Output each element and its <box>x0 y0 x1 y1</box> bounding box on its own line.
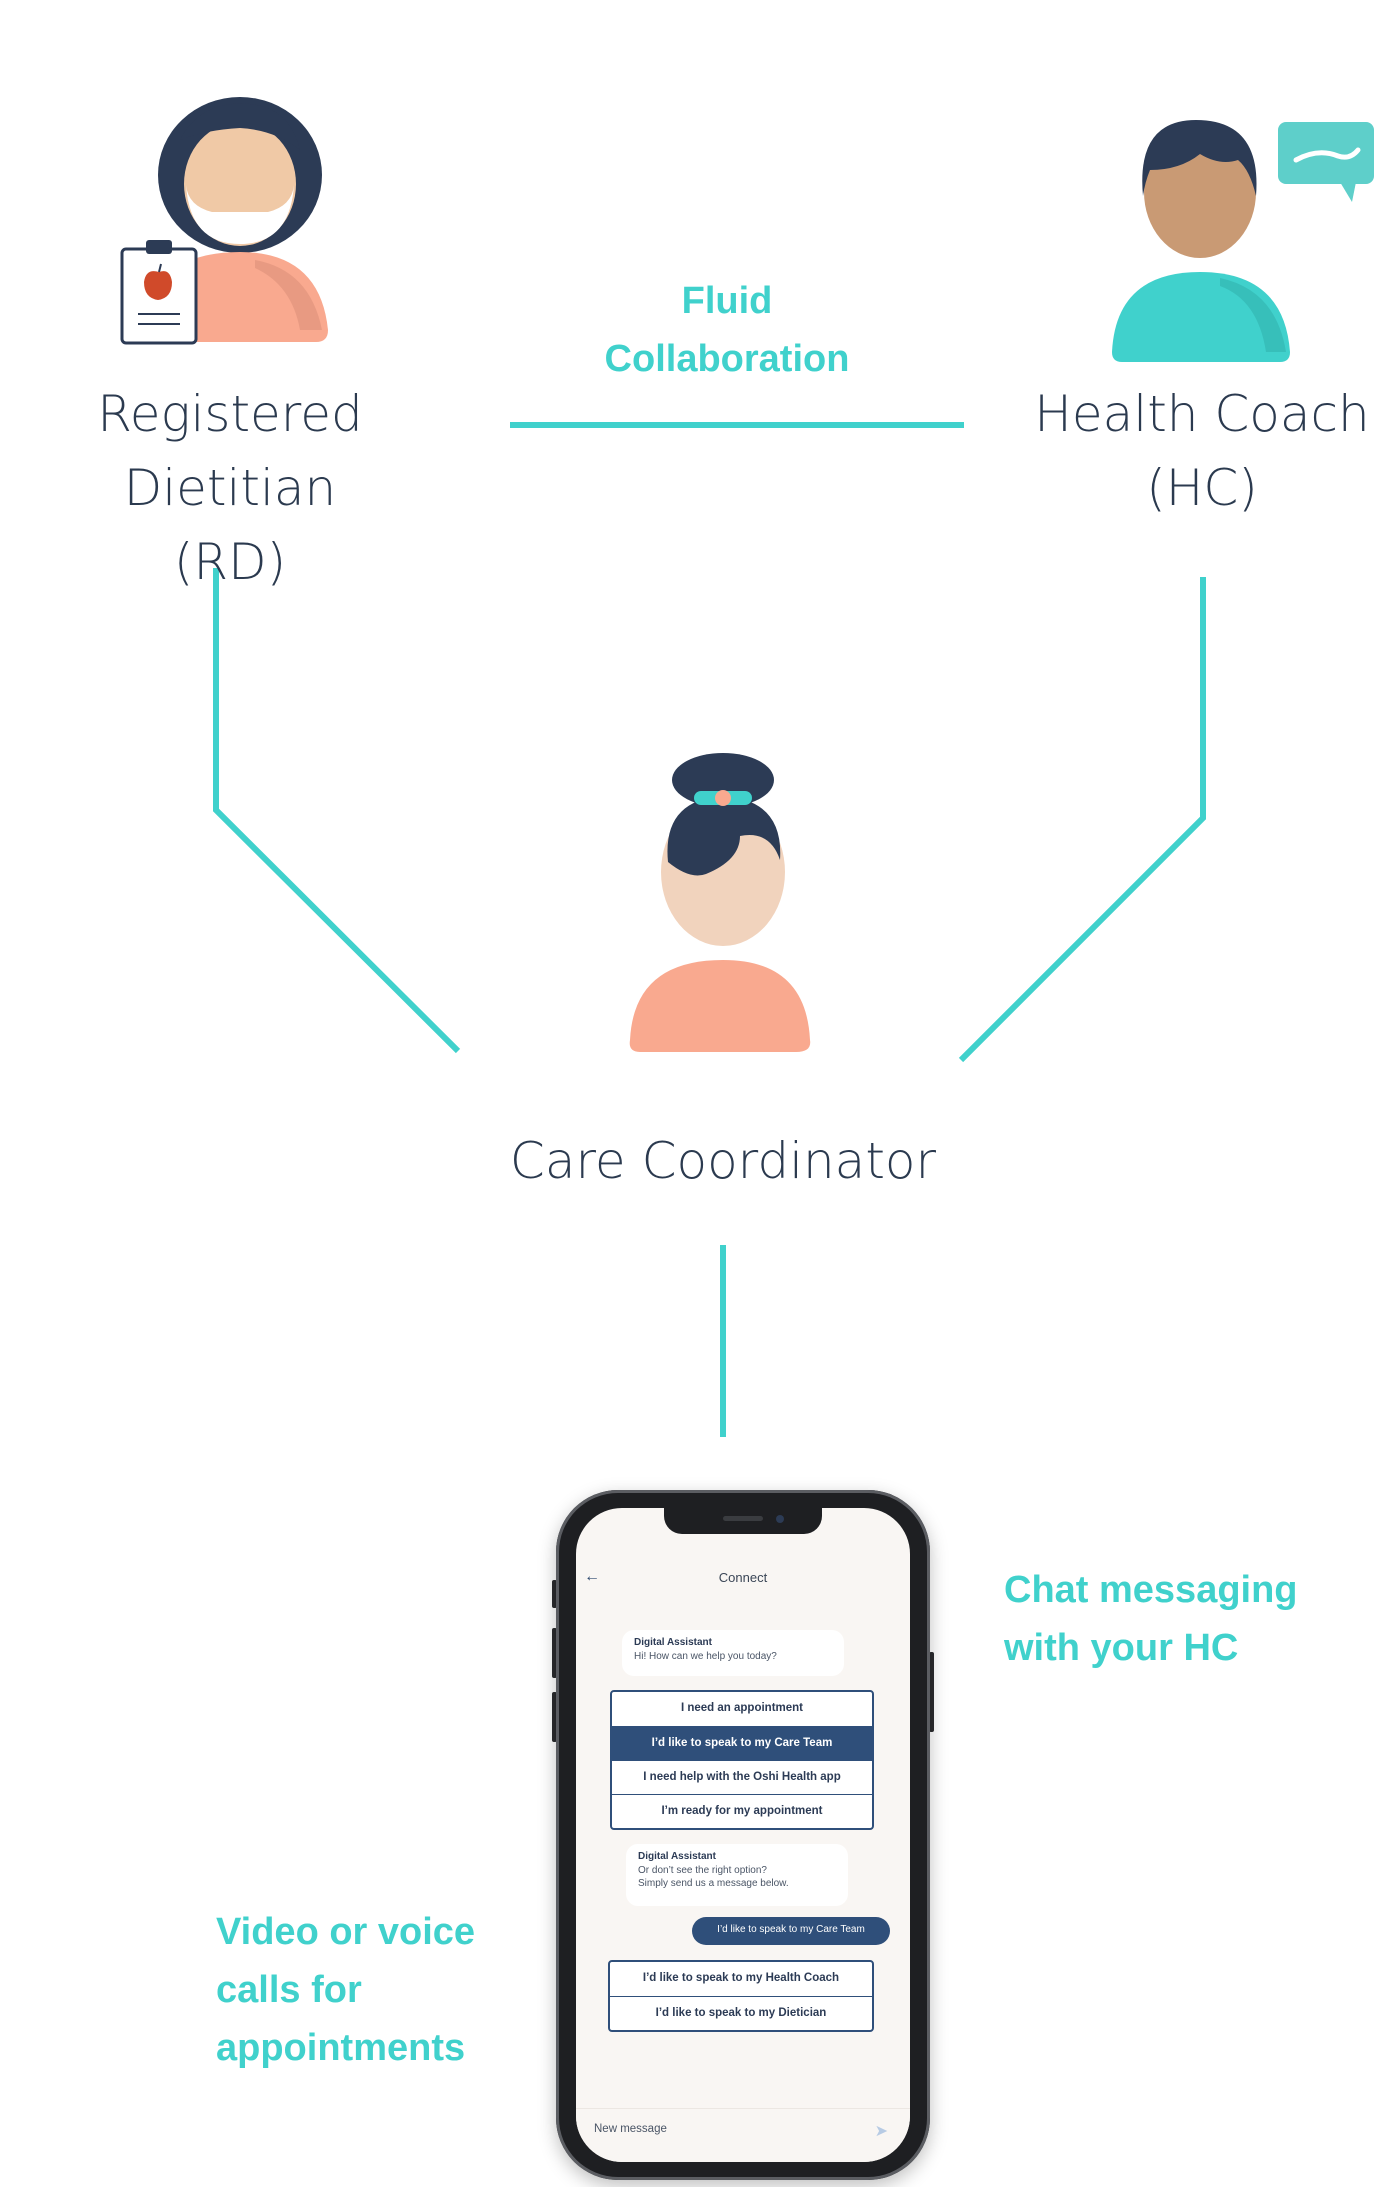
hc-to-cc-line <box>958 577 1206 1063</box>
chat-callout-line2: with your HC <box>1004 1627 1239 1669</box>
chat-callout: Chat messaging with your HC <box>1004 1561 1364 1677</box>
phone-power-button <box>929 1652 934 1732</box>
chat-bubble-icon <box>1278 122 1374 202</box>
message-input[interactable]: New message <box>594 2123 667 2135</box>
assistant-greeting-bubble: Digital Assistant Hi! How can we help yo… <box>622 1630 844 1676</box>
video-callout: Video or voice calls for appointments <box>216 1903 546 2077</box>
rd-label: Registered Dietitian (RD) <box>0 377 460 599</box>
clipboard-apple-icon <box>120 240 198 345</box>
phone-volume-down <box>552 1692 557 1742</box>
user-reply-bubble: I’d like to speak to my Care Team <box>692 1917 890 1945</box>
send-icon[interactable]: ➤ <box>874 2123 888 2140</box>
phone-notch <box>664 1508 822 1534</box>
message-composer[interactable]: New message ➤ <box>576 2108 910 2162</box>
hc-label-line1: Health Coach <box>1034 385 1370 443</box>
assistant-followup-line2: Simply send us a message below. <box>638 1878 789 1889</box>
hc-label: Health Coach (HC) <box>1000 377 1394 525</box>
assistant-followup-bubble: Digital Assistant Or don’t see the right… <box>626 1844 848 1906</box>
option-help-app[interactable]: I need help with the Oshi Health app <box>612 1760 872 1794</box>
option-need-appointment[interactable]: I need an appointment <box>680 1702 804 1714</box>
option-speak-care-team[interactable]: I’d like to speak to my Care Team <box>612 1726 872 1760</box>
rd-to-cc-line <box>213 568 461 1054</box>
option-speak-health-coach[interactable]: I’d like to speak to my Health Coach <box>642 1972 840 1984</box>
quick-reply-group-2: I’d like to speak to my Health Coach I’d… <box>608 1960 874 2032</box>
care-coordinator-avatar <box>629 753 811 1052</box>
phone-volume-up <box>552 1628 557 1678</box>
option-speak-dietician[interactable]: I’d like to speak to my Dietician <box>610 1996 872 2030</box>
video-callout-line2: calls for <box>216 1969 362 2011</box>
phone-screen: ← Connect Digital Assistant Hi! How can … <box>576 1508 910 2162</box>
front-camera <box>776 1515 784 1523</box>
cc-label: Care Coordinator <box>509 1132 937 1190</box>
quick-reply-group-1: I need an appointment I’d like to speak … <box>610 1690 874 1830</box>
speaker-grille <box>723 1516 763 1521</box>
collaboration-line2: Collaboration <box>604 338 850 380</box>
assistant-followup-sender: Digital Assistant <box>638 1851 716 1862</box>
rd-label-line2: (RD) <box>173 533 287 591</box>
collaboration-label: Fluid Collaboration <box>560 272 894 388</box>
video-callout-line3: appointments <box>216 2027 466 2069</box>
assistant-sender: Digital Assistant <box>634 1637 712 1648</box>
screen-title: Connect <box>718 1570 768 1585</box>
hc-label-line2: (HC) <box>1146 459 1258 517</box>
assistant-followup-line1: Or don’t see the right option? <box>638 1865 767 1876</box>
back-arrow-icon[interactable]: ← <box>584 1568 600 1585</box>
collaboration-line1: Fluid <box>681 280 773 322</box>
chat-callout-line1: Chat messaging <box>1004 1569 1298 1611</box>
health-coach-avatar <box>1112 120 1290 362</box>
phone-silent-switch <box>552 1580 557 1608</box>
option-ready-appointment[interactable]: I’m ready for my appointment <box>612 1794 872 1828</box>
video-callout-line1: Video or voice <box>216 1911 476 1953</box>
assistant-greeting-text: Hi! How can we help you today? <box>634 1651 777 1662</box>
rd-label-line1: Registered Dietitian <box>97 385 363 517</box>
